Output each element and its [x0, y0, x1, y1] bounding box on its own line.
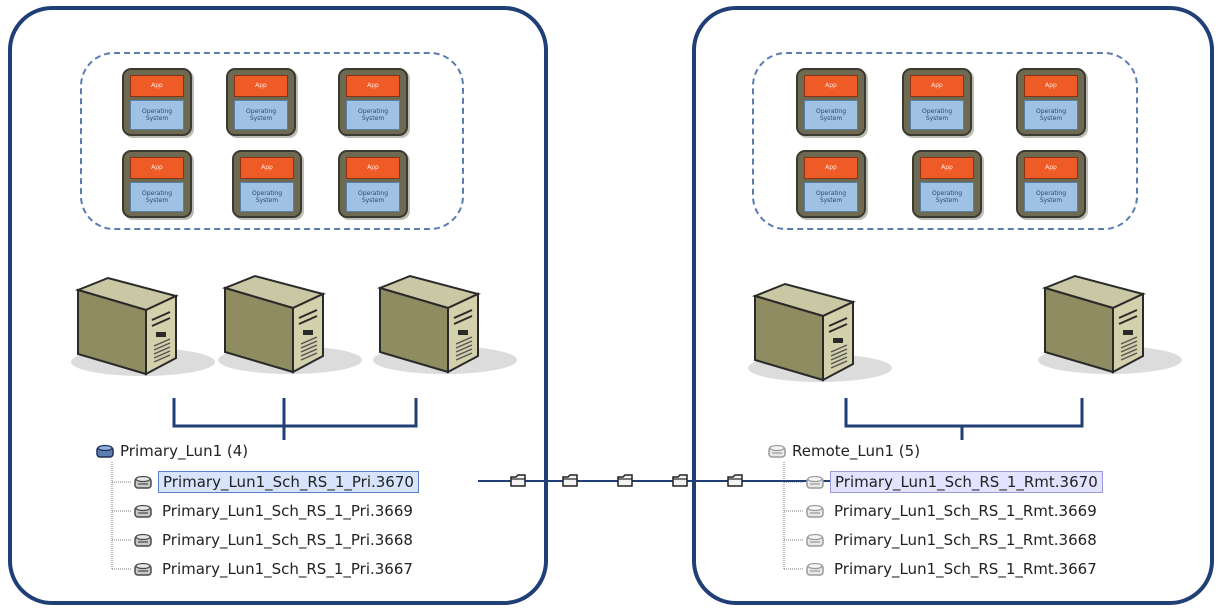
tree-item-label: Primary_Lun1_Sch_RS_1_Rmt.3670: [830, 471, 1103, 493]
lun-disk-icon: [96, 444, 114, 458]
disk-icon: [806, 533, 824, 547]
tree-item-label: Primary_Lun1_Sch_RS_1_Rmt.3668: [834, 531, 1097, 549]
disk-icon: [806, 562, 824, 576]
disk-icon: [806, 504, 824, 518]
tree-item-remote[interactable]: Primary_Lun1_Sch_RS_1_Rmt.3670: [806, 471, 1103, 493]
tree-root-primary[interactable]: Primary_Lun1 (4): [96, 441, 248, 461]
replication-folder-icon: [672, 474, 688, 487]
tree-item-label: Primary_Lun1_Sch_RS_1_Pri.3670: [158, 471, 419, 493]
disk-icon: [134, 533, 152, 547]
tree-root-remote[interactable]: Remote_Lun1 (5): [768, 441, 920, 461]
tree-root-label: Remote_Lun1 (5): [792, 442, 921, 460]
disk-icon: [134, 475, 152, 489]
tree-item-remote[interactable]: Primary_Lun1_Sch_RS_1_Rmt.3668: [806, 530, 1101, 550]
disk-icon: [134, 504, 152, 518]
tree-item-primary[interactable]: Primary_Lun1_Sch_RS_1_Pri.3670: [134, 471, 419, 493]
tree-item-primary[interactable]: Primary_Lun1_Sch_RS_1_Pri.3667: [134, 559, 417, 579]
replication-folder-icon: [617, 474, 633, 487]
tree-item-label: Primary_Lun1_Sch_RS_1_Pri.3668: [162, 531, 413, 549]
tree-item-primary[interactable]: Primary_Lun1_Sch_RS_1_Pri.3669: [134, 501, 417, 521]
tree-item-label: Primary_Lun1_Sch_RS_1_Rmt.3667: [834, 560, 1097, 578]
disk-icon: [806, 475, 824, 489]
replication-folder-icon: [727, 474, 743, 487]
tree-item-label: Primary_Lun1_Sch_RS_1_Pri.3667: [162, 560, 413, 578]
tree-item-remote[interactable]: Primary_Lun1_Sch_RS_1_Rmt.3667: [806, 559, 1101, 579]
replication-folder-icon: [510, 474, 526, 487]
remote-vm-group: [752, 52, 1138, 230]
lun-disk-icon: [768, 444, 786, 458]
tree-item-remote[interactable]: Primary_Lun1_Sch_RS_1_Rmt.3669: [806, 501, 1101, 521]
tree-root-label: Primary_Lun1 (4): [120, 442, 249, 460]
disk-icon: [134, 562, 152, 576]
tree-item-label: Primary_Lun1_Sch_RS_1_Pri.3669: [162, 502, 413, 520]
primary-vm-group: [80, 52, 464, 230]
tree-item-label: Primary_Lun1_Sch_RS_1_Rmt.3669: [834, 502, 1097, 520]
replication-folder-icon: [562, 474, 578, 487]
tree-item-primary[interactable]: Primary_Lun1_Sch_RS_1_Pri.3668: [134, 530, 417, 550]
